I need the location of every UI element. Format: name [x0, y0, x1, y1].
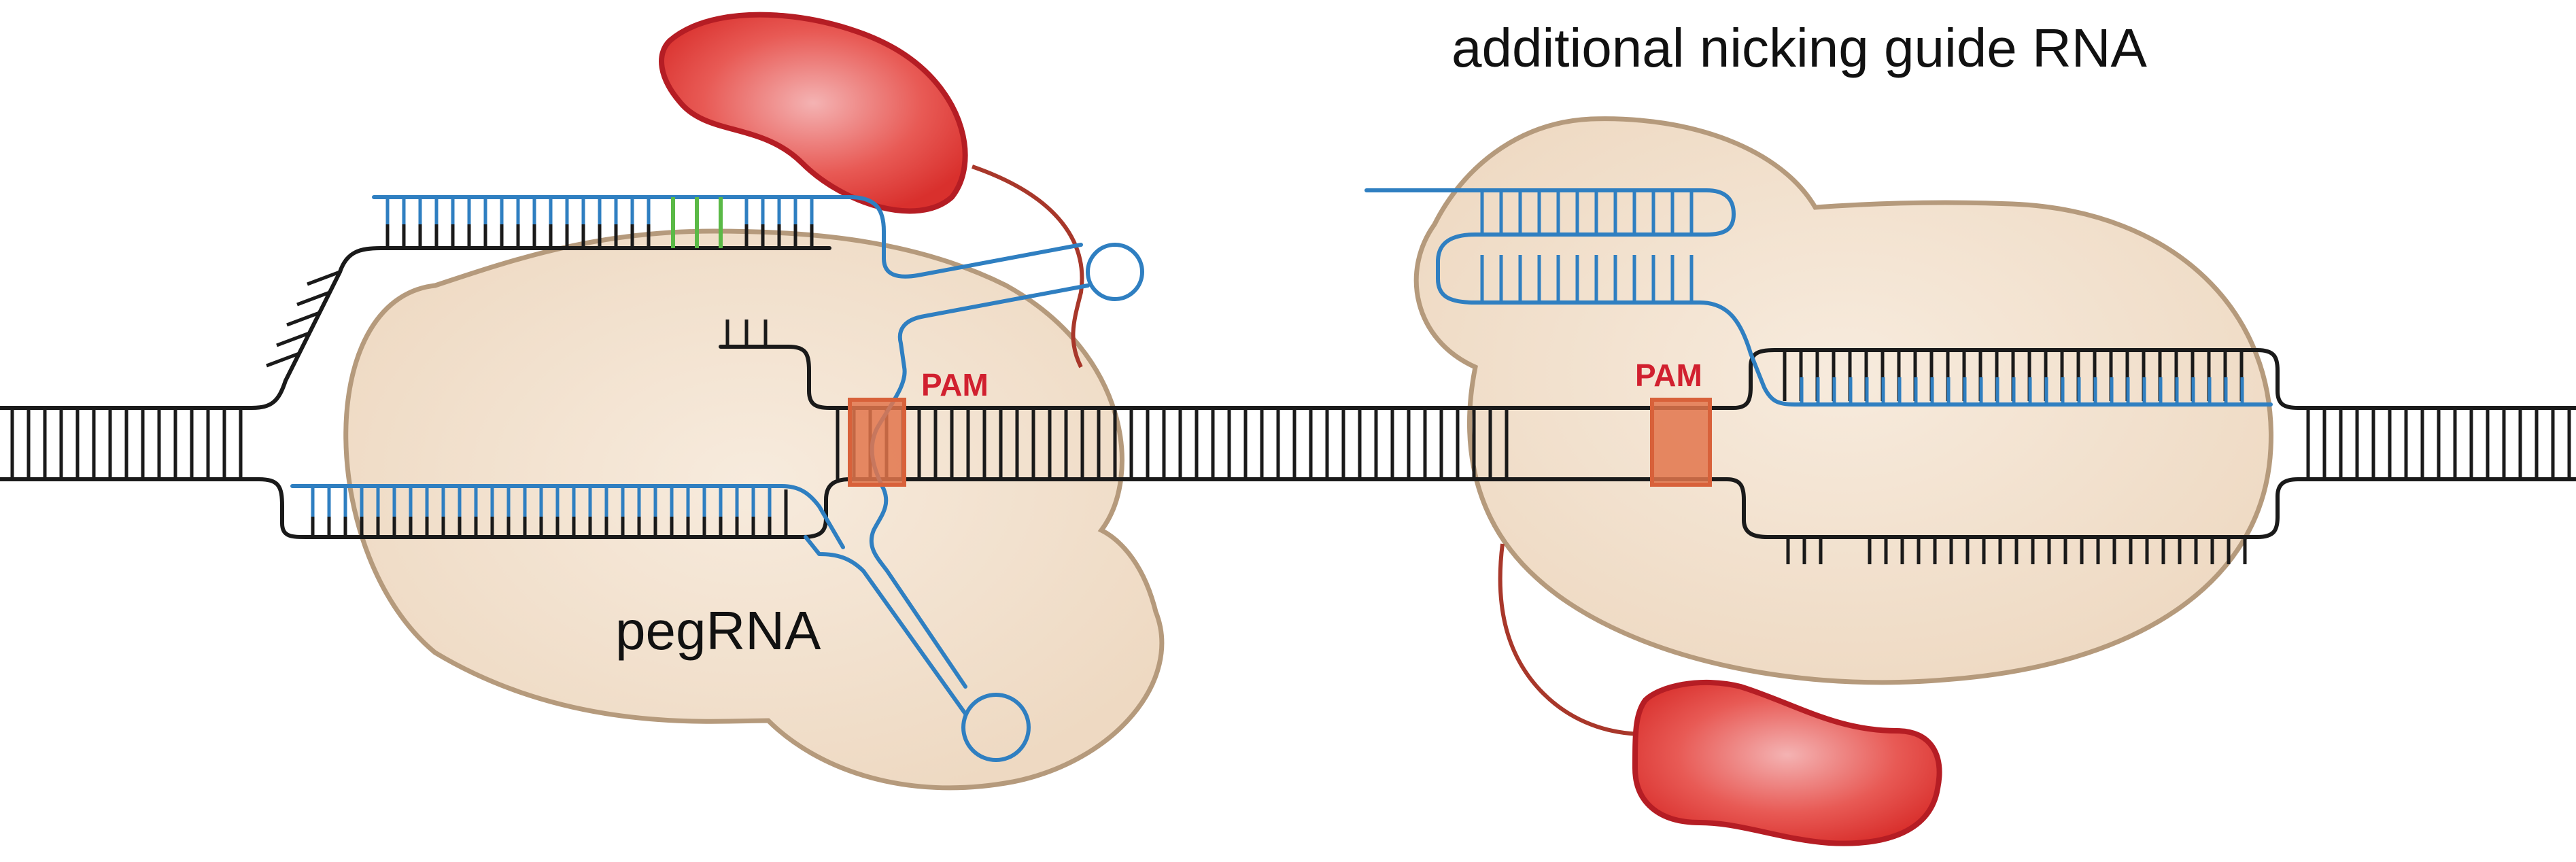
pegrna-spacer — [290, 484, 845, 549]
pegrna-label: pegRNA — [615, 600, 821, 661]
reverse-transcriptase-right — [1632, 679, 1942, 846]
flap-base — [296, 290, 330, 307]
cas9-right-body — [1413, 116, 2273, 685]
pam-label-right: PAM — [1635, 358, 1702, 393]
pegrna-hairpin-loop-top — [1086, 243, 1144, 301]
flap-base — [307, 270, 341, 286]
rna-base-pairs — [311, 190, 2244, 517]
pegrna-pbs-strand — [372, 195, 1083, 279]
reverse-transcriptase-left — [659, 12, 968, 214]
pegrna-hairpin-return — [804, 535, 967, 716]
pam-label-left: PAM — [921, 367, 989, 402]
pegrna-hairpin-loop-bottom — [961, 693, 1031, 762]
rt-linker-right — [1498, 543, 1646, 736]
pam-box-left — [848, 398, 906, 487]
flap-base — [276, 331, 310, 347]
nicking-guide-strand — [1364, 188, 2273, 407]
flap-base — [286, 311, 320, 327]
flap-base — [266, 351, 300, 368]
pam-box-right — [1650, 398, 1712, 487]
dna-right-bottom-strand — [1521, 477, 2576, 539]
dna-middle-top-strand — [719, 345, 1729, 410]
dna-left-bottom-strand — [0, 477, 1525, 539]
dna-right-top-strand — [1725, 348, 2576, 410]
rt-linker-left — [972, 165, 1084, 368]
dna-backbones — [0, 246, 2576, 539]
edit-site-base-pairs — [671, 197, 723, 248]
nicking-guide-label: additional nicking guide RNA — [1452, 18, 2147, 78]
